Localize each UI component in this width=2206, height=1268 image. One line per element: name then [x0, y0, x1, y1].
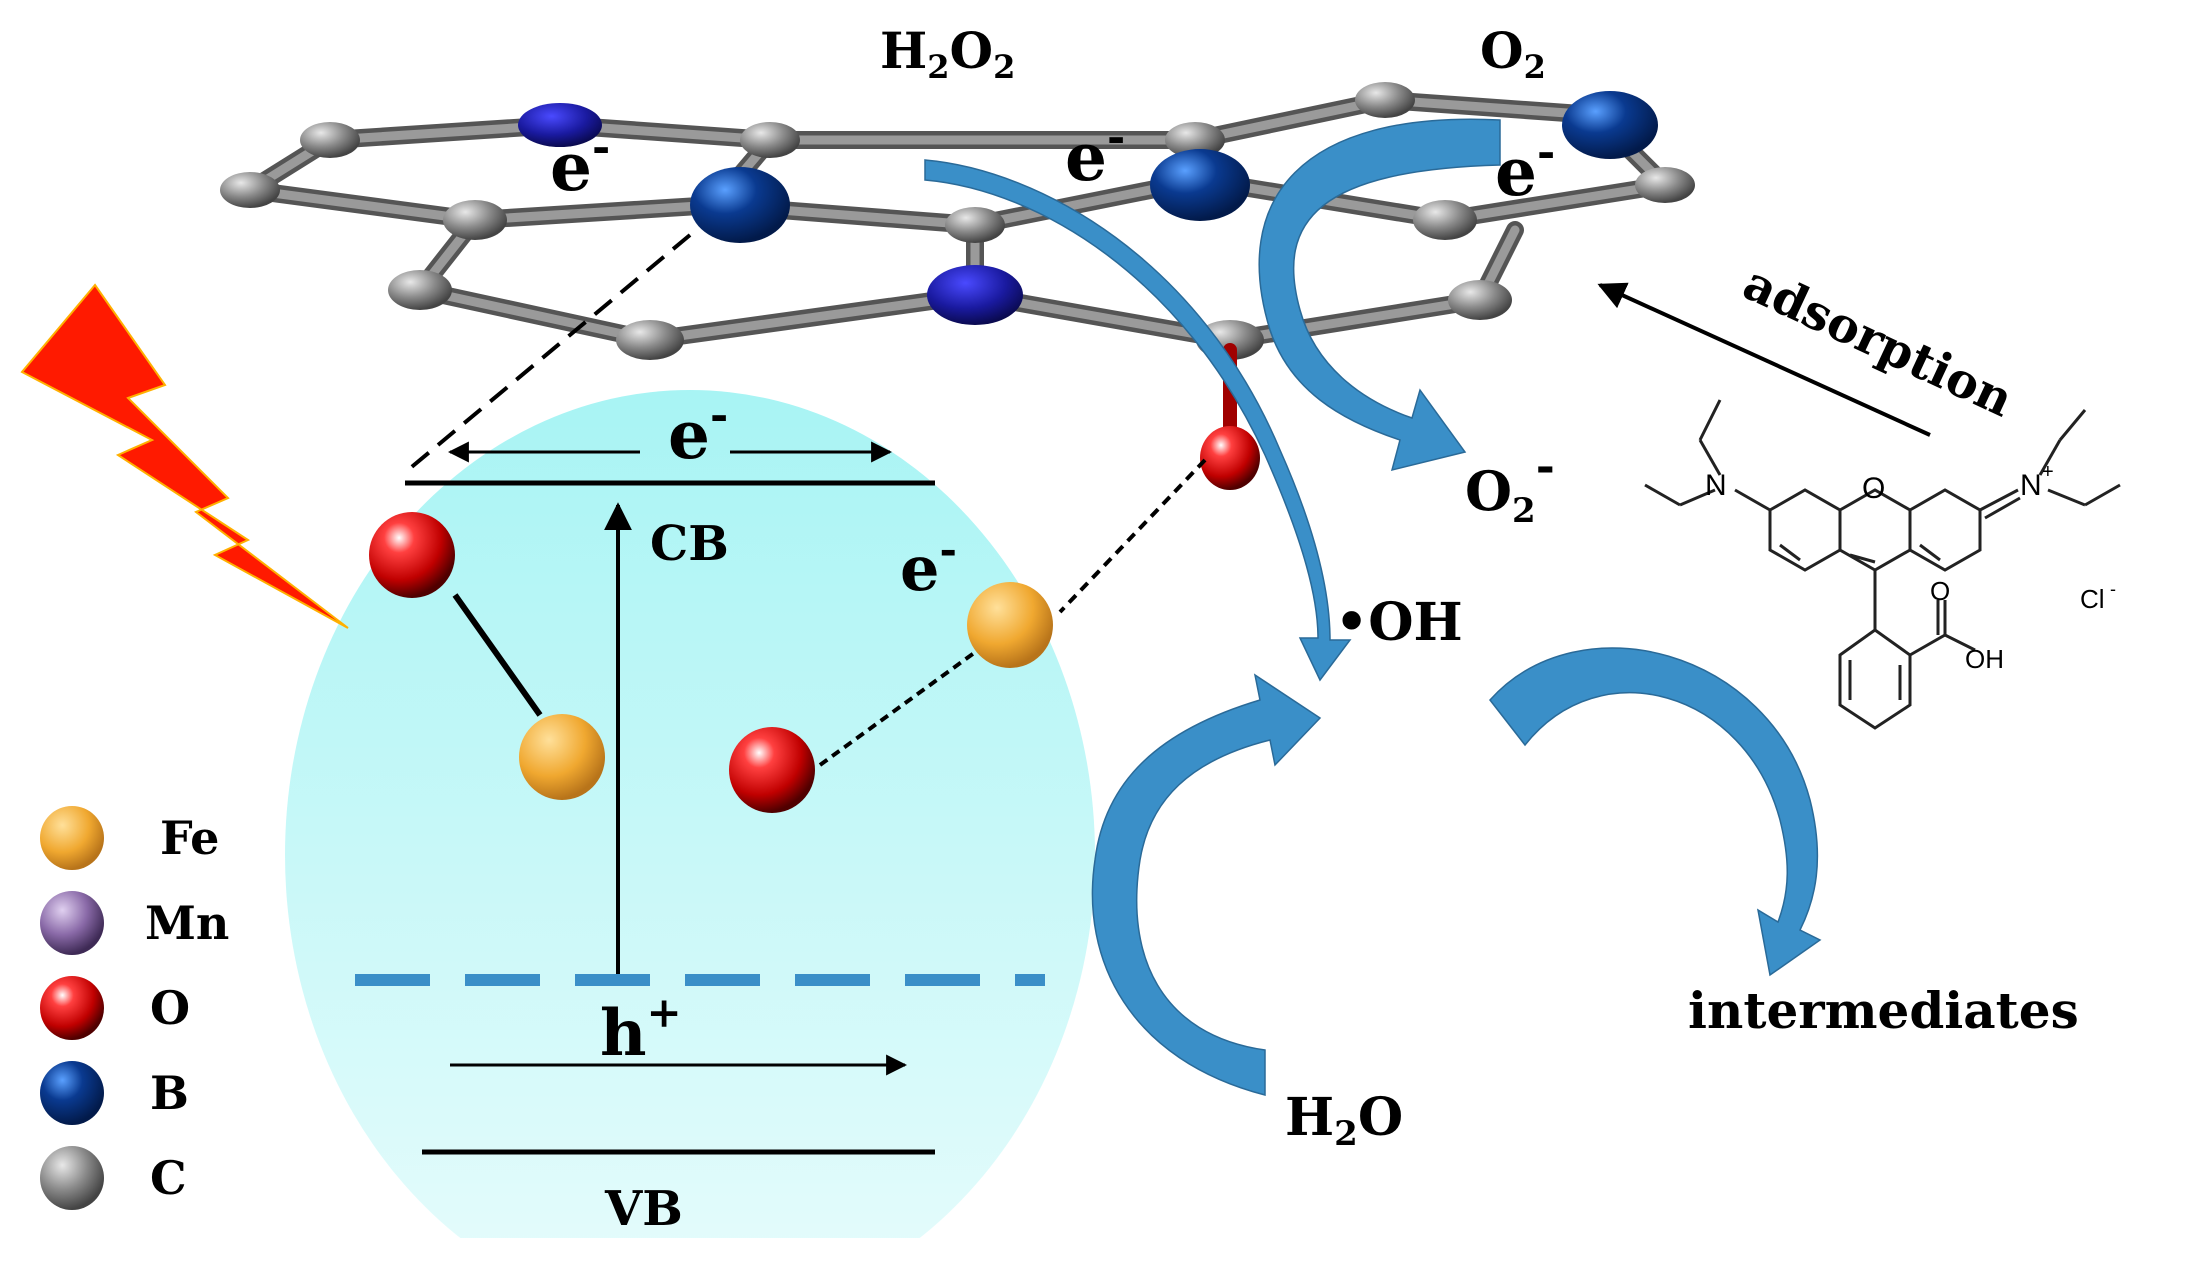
- label-adsorption: adsorption: [1735, 255, 2021, 428]
- adsorption-arrow: [1597, 282, 1931, 437]
- legend-label-c: C: [150, 1151, 187, 1205]
- label-hole: h+: [600, 988, 682, 1071]
- label-hydroxyl: •OH: [1335, 592, 1463, 653]
- dye-chloride-charge: -: [2110, 579, 2116, 599]
- legend-swatch-c: [40, 1146, 104, 1210]
- zoom-connector-lines: [406, 233, 1207, 614]
- carbon-nitride-sheet: [220, 82, 1695, 490]
- dye-oh: OH: [1965, 644, 2004, 674]
- dye-n-charge: +: [2042, 461, 2054, 483]
- dye-n-right: N: [2020, 469, 2042, 502]
- dye-o-ring: O: [1862, 472, 1885, 505]
- label-o2: O2: [1480, 21, 1546, 86]
- label-vb: VB: [604, 1181, 683, 1237]
- electron-label-2: e-: [1065, 112, 1125, 196]
- lightning-icon: [20, 283, 349, 629]
- legend-swatch-b: [40, 1061, 104, 1125]
- rhodamine-b-structure: [1644, 399, 2121, 730]
- electron-label-3: e-: [1495, 127, 1555, 211]
- label-cb: CB: [650, 516, 729, 572]
- label-superoxide: O2-: [1465, 439, 1555, 531]
- dye-chloride: Cl: [2080, 584, 2105, 614]
- legend-swatch-fe: [40, 806, 104, 870]
- catalyst-particle: [0, 390, 2206, 1268]
- particle-atoms: [369, 512, 1053, 813]
- legend-swatch-mn: [40, 891, 104, 955]
- band-labels: CB VB h+: [600, 516, 729, 1237]
- legend-label-o: O: [150, 981, 190, 1035]
- rhodamine-labels: N N + O O OH Cl -: [1705, 461, 2116, 674]
- legend-label-b: B: [150, 1066, 189, 1120]
- band-diagram: [355, 441, 1045, 1155]
- electron-label-1: e-: [550, 122, 610, 206]
- dye-o-carbonyl: O: [1930, 576, 1950, 606]
- electron-labels: e- e- e- e- e-: [550, 112, 1555, 605]
- label-intermediates: intermediates: [1688, 981, 2079, 1040]
- electron-label-cb: e-: [668, 390, 728, 474]
- dye-n-left: N: [1705, 469, 1727, 502]
- legend-swatch-o: [40, 976, 104, 1040]
- legend-label-fe: Fe: [160, 811, 219, 865]
- species-labels: H2O2 O2 O2- •OH H2O: [880, 21, 1555, 1154]
- label-water: H2O: [1285, 1087, 1403, 1154]
- label-h2o2: H2O2: [880, 21, 1015, 86]
- electron-label-fe: e-: [900, 525, 957, 605]
- legend-label-mn: Mn: [145, 896, 229, 950]
- flow-arrows: [924, 118, 1822, 1096]
